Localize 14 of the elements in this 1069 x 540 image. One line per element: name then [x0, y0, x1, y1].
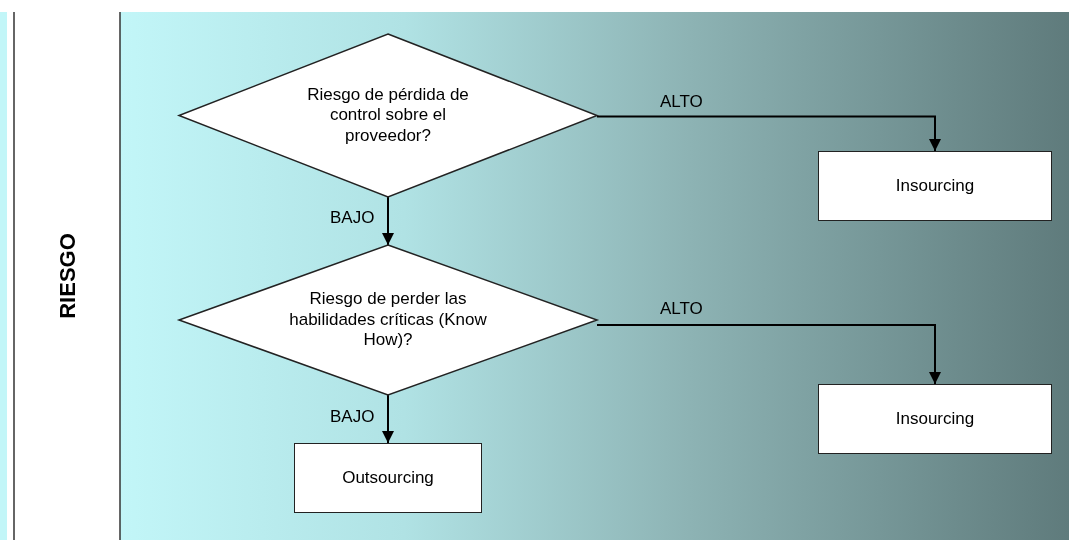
process-box: Insourcing — [818, 151, 1052, 221]
decision-diamond: Riesgo de pérdida de control sobre el proveedor? — [179, 34, 597, 197]
row-header: RIESGO — [16, 12, 119, 540]
edge-label: BAJO — [330, 407, 375, 427]
arrow — [596, 115, 941, 152]
arrow — [596, 324, 941, 385]
decision-diamond: Riesgo de perder las habilidades críticas (Know How)? — [179, 245, 597, 395]
edge-label: ALTO — [660, 299, 703, 319]
arrow — [382, 196, 394, 246]
arrow — [382, 394, 394, 444]
process-box: Outsourcing — [294, 443, 482, 513]
process-box: Insourcing — [818, 384, 1052, 454]
edge-label: BAJO — [330, 208, 375, 228]
edge-label: ALTO — [660, 92, 703, 112]
